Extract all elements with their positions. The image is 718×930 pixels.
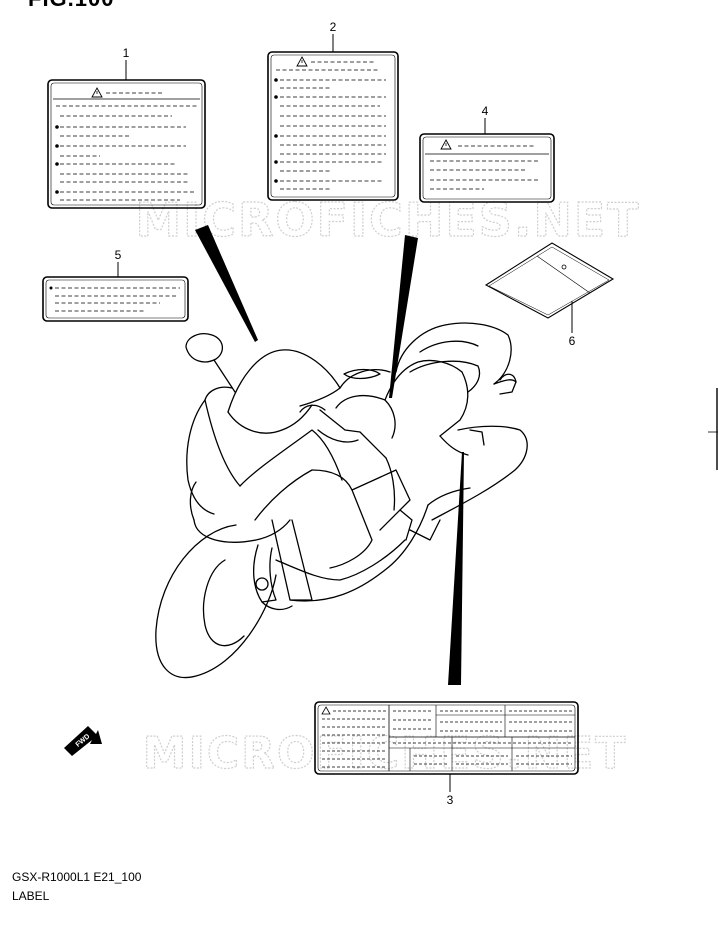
warning-triangle-icon bbox=[91, 87, 103, 98]
label-6 bbox=[484, 242, 615, 333]
callout-6: 6 bbox=[569, 334, 576, 348]
model-code: GSX-R1000L1 E21_100 bbox=[12, 870, 142, 884]
label-5 bbox=[42, 262, 189, 322]
callout-3: 3 bbox=[447, 793, 454, 807]
section-name: LABEL bbox=[12, 889, 50, 903]
callout-4: 4 bbox=[482, 104, 489, 118]
callout-1: 1 bbox=[123, 46, 130, 60]
warning-triangle-icon bbox=[440, 139, 452, 150]
svg-text:MICROFICHES.NET: MICROFICHES.NET bbox=[143, 728, 628, 779]
callout-5: 5 bbox=[115, 248, 122, 262]
registration-mark bbox=[708, 388, 718, 470]
warning-triangle-icon bbox=[296, 56, 308, 67]
svg-text:MICROFICHES.NET: MICROFICHES.NET bbox=[135, 193, 640, 247]
figure-title: FIG.100 bbox=[28, 0, 114, 12]
fwd-arrow-icon: FWD bbox=[64, 726, 102, 756]
watermark-top: MICROFICHES.NET bbox=[135, 192, 640, 247]
callout-2: 2 bbox=[330, 20, 337, 34]
pointer-lines bbox=[195, 225, 464, 685]
watermark-bottom: MICROFICHES.NET bbox=[142, 727, 628, 779]
label-2 bbox=[267, 34, 399, 201]
motorcycle-illustration bbox=[155, 322, 528, 679]
label-1 bbox=[47, 60, 206, 209]
warning-triangle-icon bbox=[321, 706, 331, 715]
label-4 bbox=[419, 118, 555, 203]
label-3 bbox=[314, 701, 579, 792]
